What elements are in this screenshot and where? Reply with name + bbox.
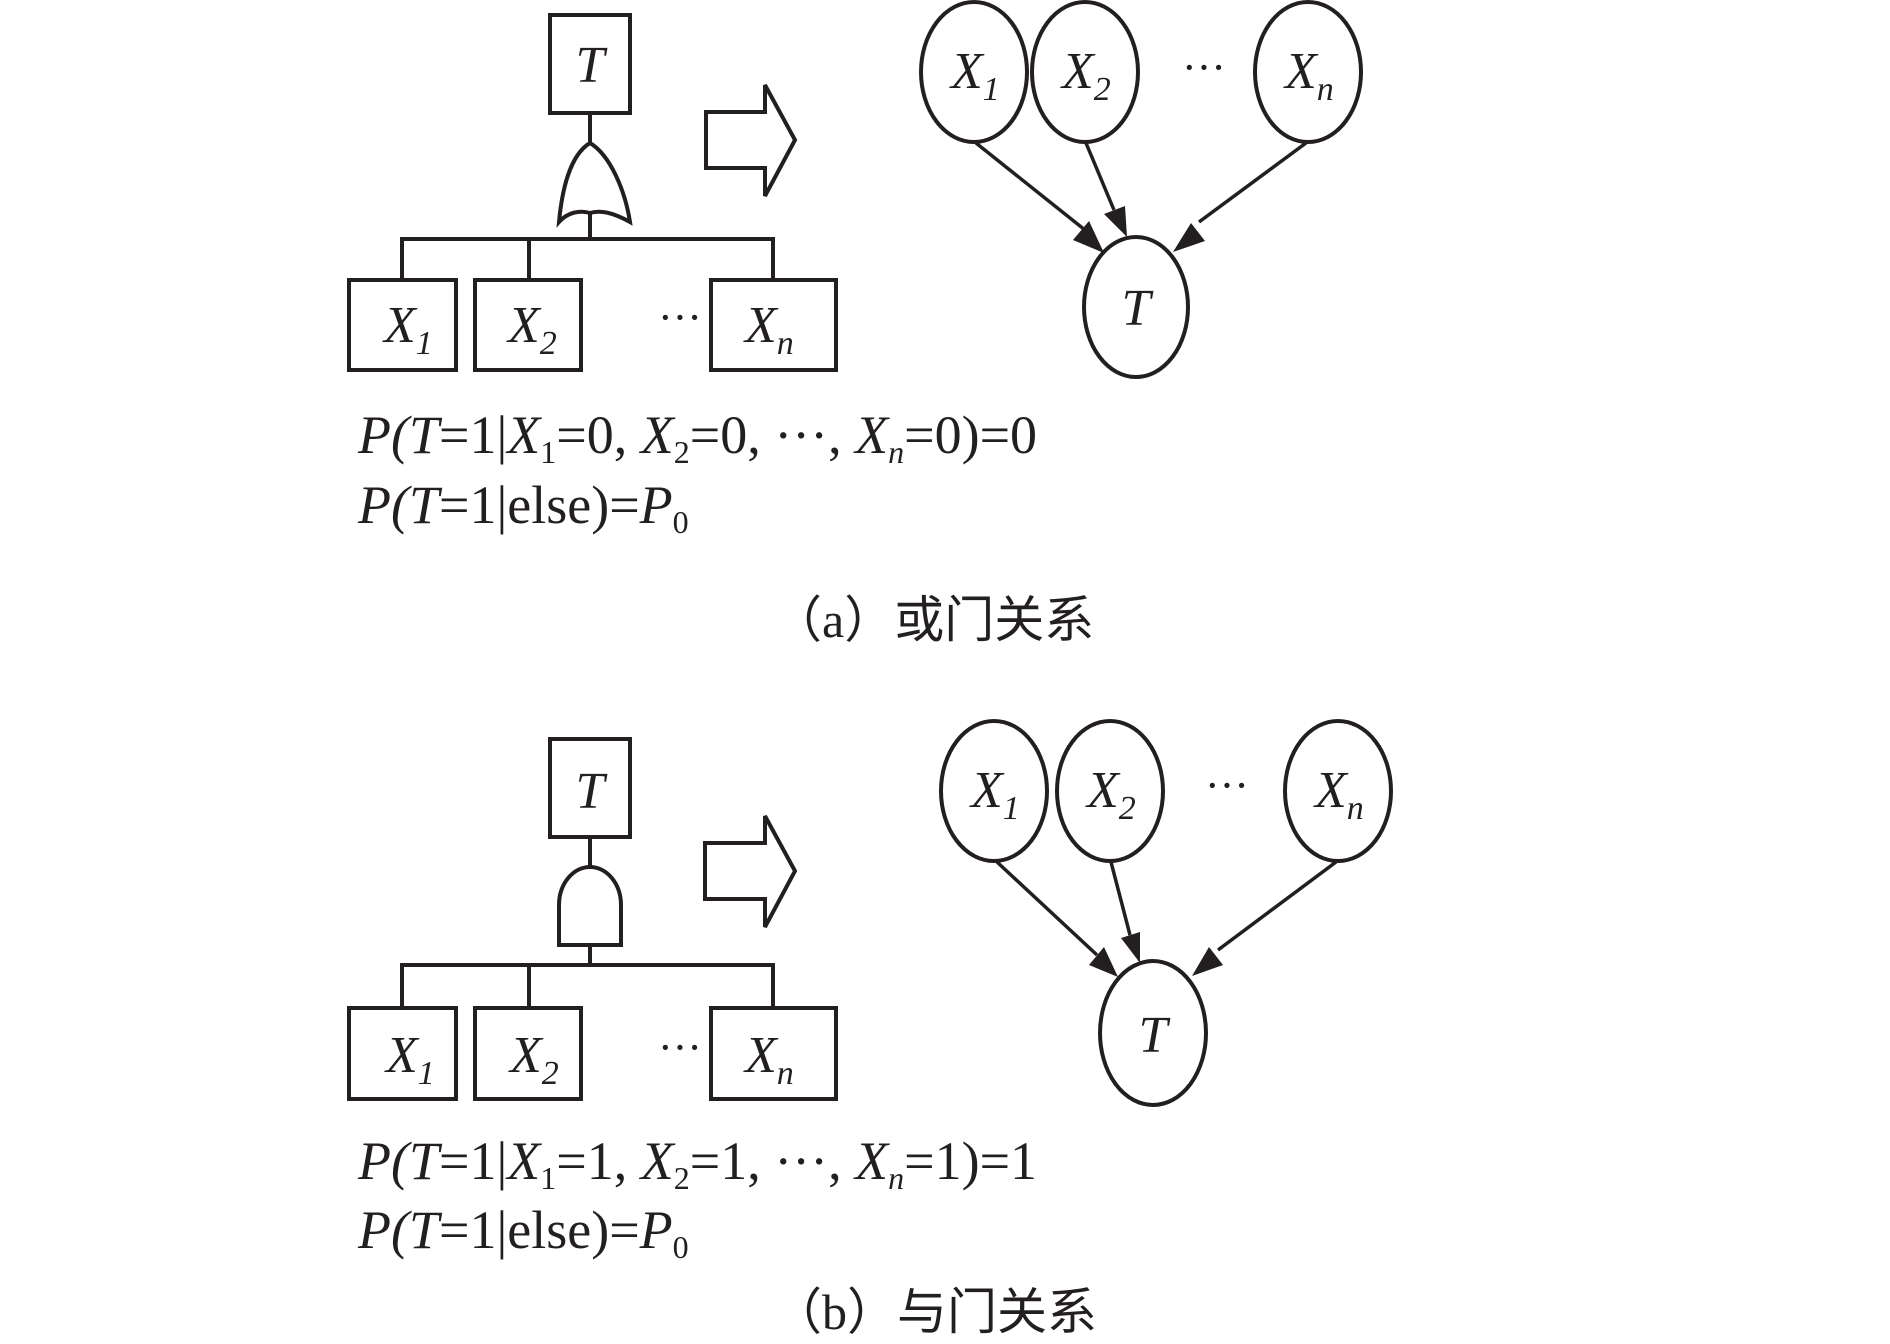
arrowhead-icon: [1104, 206, 1127, 237]
arrowhead-icon: [1073, 221, 1104, 253]
bn-node-t: [1098, 959, 1208, 1107]
basic-event-xn-label: Xn: [743, 297, 794, 362]
bus-line: [400, 963, 775, 1008]
ellipsis: ···: [1205, 761, 1249, 810]
bn-node-x2: [1030, 0, 1140, 144]
bn-node-xn: [1253, 0, 1363, 144]
basic-event-x1-label: X1: [382, 297, 433, 362]
bn-node-x1-label: X1: [969, 762, 1020, 827]
panel-b-fault-tree: T X1 X2 ··· Xn: [347, 737, 838, 1101]
bn-node-x2: [1055, 719, 1165, 863]
edge-x2-t: [1084, 142, 1116, 211]
arrowhead-icon: [1173, 223, 1205, 252]
edge-xn-t: [1216, 860, 1338, 952]
bus-line: [400, 237, 775, 280]
basic-event-x2-label: X2: [506, 297, 557, 362]
arrowhead-icon: [1121, 932, 1140, 963]
bn-node-x1: [939, 719, 1049, 863]
bn-node-t: [1082, 235, 1190, 379]
bn-node-t-label: T: [1139, 1007, 1171, 1064]
bn-node-xn-label: Xn: [1283, 43, 1334, 108]
formula-or-line2: P(T=1|else)=P0: [358, 475, 689, 540]
ellipsis: ···: [658, 293, 702, 342]
bn-node-xn-label: Xn: [1313, 762, 1364, 827]
bn-node-t-label: T: [1122, 280, 1154, 337]
panel-a-bayesian-network: X1 X2 ··· Xn T: [919, 0, 1363, 379]
or-gate-icon: [556, 140, 633, 228]
bn-node-x1-label: X1: [949, 43, 1000, 108]
transform-arrow-icon: [703, 815, 798, 928]
edge-x1-t: [974, 141, 1087, 232]
basic-event-box-x2: [473, 1006, 583, 1101]
basic-event-box-x1: [347, 278, 458, 372]
edge-xn-t: [1197, 141, 1308, 224]
panel-a-fault-tree: T X1 X2 ··· Xn: [347, 13, 838, 372]
caption-and-gate: （b）与门关系: [772, 1284, 1097, 1340]
top-event-box: [548, 737, 632, 839]
basic-event-xn-label: Xn: [743, 1027, 794, 1092]
basic-event-box-xn: [709, 1006, 838, 1101]
arrowhead-icon: [1089, 947, 1118, 977]
basic-event-box-x2: [473, 278, 583, 372]
basic-event-x2-label: X2: [508, 1027, 559, 1092]
bn-node-x1: [919, 0, 1029, 144]
edge-x1-t: [995, 860, 1099, 957]
basic-event-box-x1: [347, 1006, 458, 1101]
bn-node-x2-label: X2: [1085, 762, 1136, 827]
and-gate-icon: [557, 865, 623, 947]
formula-or-line1: P(T=1|X1=0, X2=0, ···, Xn=0)=0: [358, 405, 1038, 470]
arrowhead-icon: [1192, 947, 1223, 976]
top-event-label: T: [576, 763, 608, 820]
caption-or-gate: （a）或门关系: [772, 592, 1095, 648]
formula-and-line2: P(T=1|else)=P0: [358, 1200, 689, 1265]
transform-arrow-icon: [704, 84, 798, 197]
formula-and-line1: P(T=1|X1=1, X2=1, ···, Xn=1)=1: [358, 1131, 1038, 1196]
bn-node-xn: [1283, 719, 1393, 863]
ellipsis: ···: [658, 1023, 702, 1072]
basic-event-x1-label: X1: [384, 1027, 435, 1092]
ellipsis: ···: [1182, 43, 1226, 92]
top-event-label: T: [576, 37, 608, 94]
panel-b-bayesian-network: X1 X2 ··· Xn T: [939, 719, 1393, 1107]
basic-event-box-xn: [709, 278, 838, 372]
edge-x2-t: [1109, 861, 1132, 936]
bn-node-x2-label: X2: [1060, 43, 1111, 108]
